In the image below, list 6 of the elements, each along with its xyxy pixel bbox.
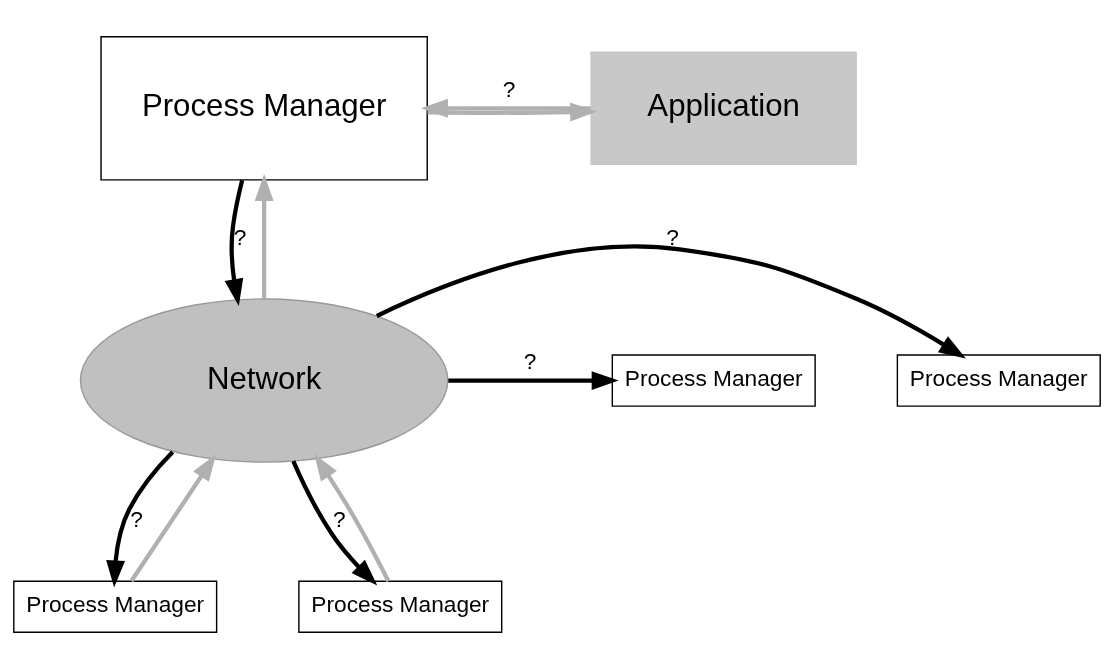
edge-label: ? <box>332 505 346 532</box>
edge-label: ? <box>666 223 679 250</box>
edge-label: ? <box>233 223 247 250</box>
edge-label: ? <box>523 347 537 374</box>
edge-label: ? <box>502 75 516 102</box>
edge-label: ? <box>130 505 143 532</box>
